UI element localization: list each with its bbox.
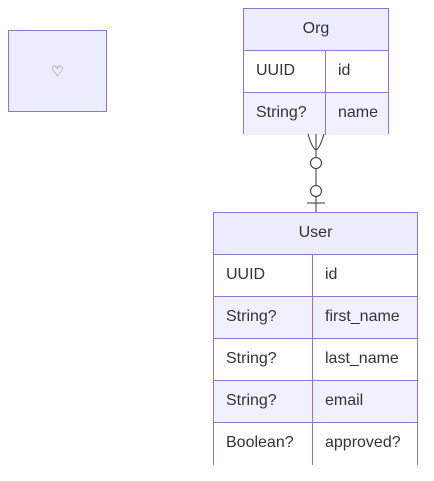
- attribute-type: String?: [214, 339, 313, 380]
- crows-foot-marker: [307, 133, 325, 151]
- attribute-type: UUID: [244, 51, 326, 92]
- heart-outline-icon: ♡: [51, 62, 64, 79]
- attribute-name: name: [338, 104, 379, 121]
- attribute-type: Boolean?: [214, 423, 313, 465]
- attribute-name: id: [338, 62, 351, 79]
- attribute-name: approved?: [325, 434, 401, 451]
- unnamed-entity-box: ♡: [8, 30, 107, 112]
- attribute-type: String?: [244, 93, 326, 135]
- zero-circle-marker: [310, 157, 322, 169]
- attribute-name: first_name: [325, 308, 400, 325]
- entity-title: Org: [244, 9, 388, 51]
- attribute-row: UUID id: [214, 255, 417, 297]
- attribute-type: String?: [214, 297, 313, 338]
- attribute-row: Boolean? approved?: [214, 423, 417, 465]
- attribute-row: UUID id: [244, 51, 388, 93]
- attribute-type: String?: [214, 381, 313, 422]
- attribute-row: String? first_name: [214, 297, 417, 339]
- attribute-name: email: [325, 392, 364, 409]
- entity-org: Org UUID id String? name: [243, 8, 389, 135]
- attribute-row: String? name: [244, 93, 388, 135]
- attribute-row: String? last_name: [214, 339, 417, 381]
- entity-user: User UUID id String? first_name String? …: [213, 212, 418, 465]
- attribute-name: last_name: [325, 350, 399, 367]
- attribute-row: String? email: [214, 381, 417, 423]
- attribute-type: UUID: [214, 255, 313, 296]
- entity-title: User: [214, 213, 417, 255]
- zero-circle-marker: [310, 185, 322, 197]
- attribute-name: id: [325, 266, 338, 283]
